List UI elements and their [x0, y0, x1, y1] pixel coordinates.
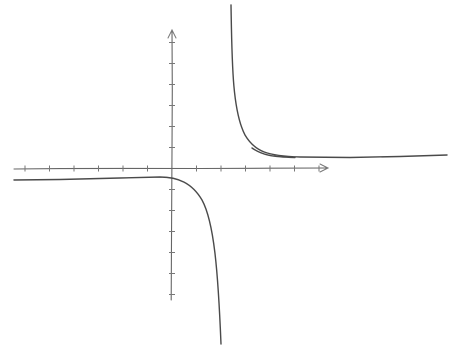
x-axis-line: [13, 167, 329, 170]
x-axis: [13, 163, 330, 173]
upper-right-branch-overstroke: [251, 147, 296, 159]
x-axis-arrowhead: [319, 163, 330, 173]
lower-left-branch: [13, 176, 222, 345]
curves: [13, 4, 448, 345]
y-axis-ticks: [169, 42, 175, 295]
x-axis-ticks: [24, 165, 320, 172]
y-axis: [167, 28, 177, 301]
y-axis-arrowhead: [167, 28, 177, 39]
upper-right-branch: [230, 4, 448, 159]
y-axis-line: [170, 29, 173, 301]
